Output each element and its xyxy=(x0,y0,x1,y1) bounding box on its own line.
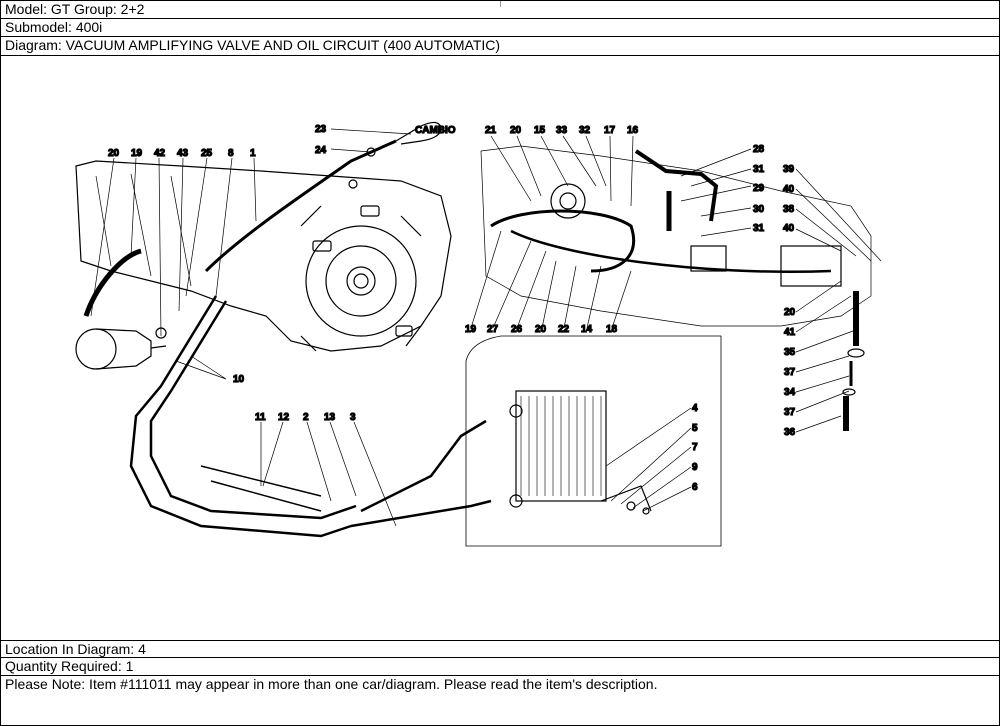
callout-29: 29 xyxy=(753,183,765,194)
model-text: Model: GT Group: 2+2 xyxy=(5,1,145,17)
callout-37: 37 xyxy=(784,367,796,378)
callout-19: 19 xyxy=(131,148,143,159)
decal-text: CAMBIO xyxy=(415,125,456,136)
oil-radiator xyxy=(465,335,722,547)
diagram-drawing: CAMBIO xyxy=(75,121,882,547)
model-row: Model: GT Group: 2+2 xyxy=(1,1,999,19)
callout-24: 24 xyxy=(315,145,327,156)
callout-4: 4 xyxy=(692,403,698,414)
callout-30: 30 xyxy=(753,204,765,215)
callout-32: 32 xyxy=(579,125,591,136)
transmission-housing xyxy=(75,160,452,352)
callout-15: 15 xyxy=(534,125,546,136)
leader-lines xyxy=(90,128,882,527)
right-hose xyxy=(842,291,865,431)
callout-12: 12 xyxy=(278,412,290,423)
note-text: Please Note: Item #111011 may appear in … xyxy=(5,676,658,692)
diagram-title-text: Diagram: VACUUM AMPLIFYING VALVE AND OIL… xyxy=(5,37,501,53)
location-text: Location In Diagram: 4 xyxy=(5,641,146,657)
callout-11: 11 xyxy=(255,412,266,423)
callout-41: 41 xyxy=(784,327,796,338)
callout-25: 25 xyxy=(201,148,213,159)
callout-14: 14 xyxy=(581,324,593,335)
callout-23: 23 xyxy=(315,124,327,135)
callout-43: 43 xyxy=(177,148,189,159)
callout-8: 8 xyxy=(228,148,234,159)
callout-34: 34 xyxy=(784,387,796,398)
callout-27: 27 xyxy=(487,324,499,335)
callout-36: 36 xyxy=(784,427,796,438)
callout-31b: 31 xyxy=(753,223,765,234)
quantity-text: Quantity Required: 1 xyxy=(5,658,134,674)
callout-5: 5 xyxy=(692,423,698,434)
callout-39: 39 xyxy=(783,164,795,175)
callout-7: 7 xyxy=(692,442,698,453)
callout-6: 6 xyxy=(692,482,698,493)
note-row: Please Note: Item #111011 may appear in … xyxy=(1,676,999,696)
callout-21: 21 xyxy=(485,125,497,136)
submodel-row: Submodel: 400i xyxy=(1,19,999,37)
callout-37b: 37 xyxy=(784,407,796,418)
callout-18: 18 xyxy=(606,324,618,335)
location-row: Location In Diagram: 4 xyxy=(1,640,999,658)
quantity-row: Quantity Required: 1 xyxy=(1,658,999,676)
diagram-title-row: Diagram: VACUUM AMPLIFYING VALVE AND OIL… xyxy=(1,37,999,56)
callout-20: 20 xyxy=(108,148,120,159)
oil-pipes xyxy=(129,295,492,538)
callout-28: 28 xyxy=(753,144,765,155)
callout-2: 2 xyxy=(303,412,309,423)
callout-20b: 20 xyxy=(510,125,522,136)
callout-3: 3 xyxy=(350,412,356,423)
callout-20d: 20 xyxy=(784,307,796,318)
submodel-text: Submodel: 400i xyxy=(5,19,103,35)
engine-assembly xyxy=(480,145,872,327)
callout-13: 13 xyxy=(324,412,336,423)
callout-22: 22 xyxy=(558,324,570,335)
callout-42: 42 xyxy=(154,148,166,159)
vacuum-valve xyxy=(75,248,167,370)
callout-19b: 19 xyxy=(465,324,477,335)
exploded-parts-diagram: CAMBIO xyxy=(1,56,999,641)
callout-26: 26 xyxy=(511,324,523,335)
callout-40b: 40 xyxy=(783,223,795,234)
callout-16: 16 xyxy=(627,125,639,136)
callout-9: 9 xyxy=(692,462,698,473)
callout-31: 31 xyxy=(753,164,765,175)
callout-labels: 20 19 42 43 25 8 1 23 24 21 20 15 33 32 … xyxy=(107,123,796,493)
top-divider-tick xyxy=(500,1,501,7)
callout-35: 35 xyxy=(784,347,796,358)
callout-10: 10 xyxy=(233,374,245,385)
callout-1: 1 xyxy=(250,148,256,159)
callout-33: 33 xyxy=(556,125,568,136)
callout-17: 17 xyxy=(604,125,616,136)
dipstick-assembly: CAMBIO xyxy=(204,121,456,273)
callout-38: 38 xyxy=(783,204,795,215)
callout-20c: 20 xyxy=(535,324,547,335)
callout-40: 40 xyxy=(783,184,795,195)
